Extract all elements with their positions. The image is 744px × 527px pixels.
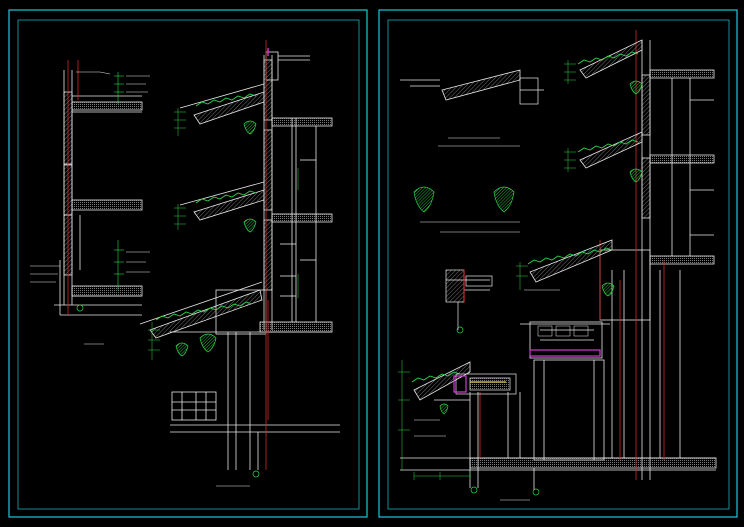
right-sheet-inner-frame (387, 19, 730, 510)
level-marker-right-c (532, 488, 540, 496)
eave-dimension-stack-left-sheet (148, 108, 299, 360)
right-eave-ornaments (413, 80, 643, 415)
right-sheet (378, 9, 738, 518)
eave-redlines-left-sheet (265, 40, 269, 470)
right-dimension-stacks (398, 60, 576, 480)
right-sheet-frame (378, 9, 738, 518)
eave-roof-slopes-left-sheet (139, 83, 265, 339)
right-eave-tiles (411, 51, 639, 383)
wall-section-left (54, 70, 143, 316)
level-marker-right-b (456, 326, 464, 334)
left-sheet (8, 9, 368, 518)
right-colored-accents (453, 270, 601, 393)
right-section-balusters (537, 325, 589, 337)
left-sheet-frame (8, 9, 368, 518)
wall-section-left-notes (30, 71, 150, 345)
right-note-lines (414, 137, 560, 501)
eave-tiles-left-sheet (155, 93, 257, 321)
wall-section-left-dims (114, 72, 124, 290)
wall-section-left-redlines (67, 60, 79, 315)
level-marker-left (76, 304, 84, 312)
right-eave-slopes (413, 39, 643, 401)
right-main-redlines (479, 30, 665, 480)
eave-ornament-left-sheet (175, 120, 257, 357)
right-small-details (400, 77, 544, 401)
left-sheet-inner-frame (17, 19, 360, 510)
right-main-section (400, 40, 717, 490)
level-marker-right-a (252, 470, 260, 478)
level-marker-right-d (470, 486, 478, 494)
